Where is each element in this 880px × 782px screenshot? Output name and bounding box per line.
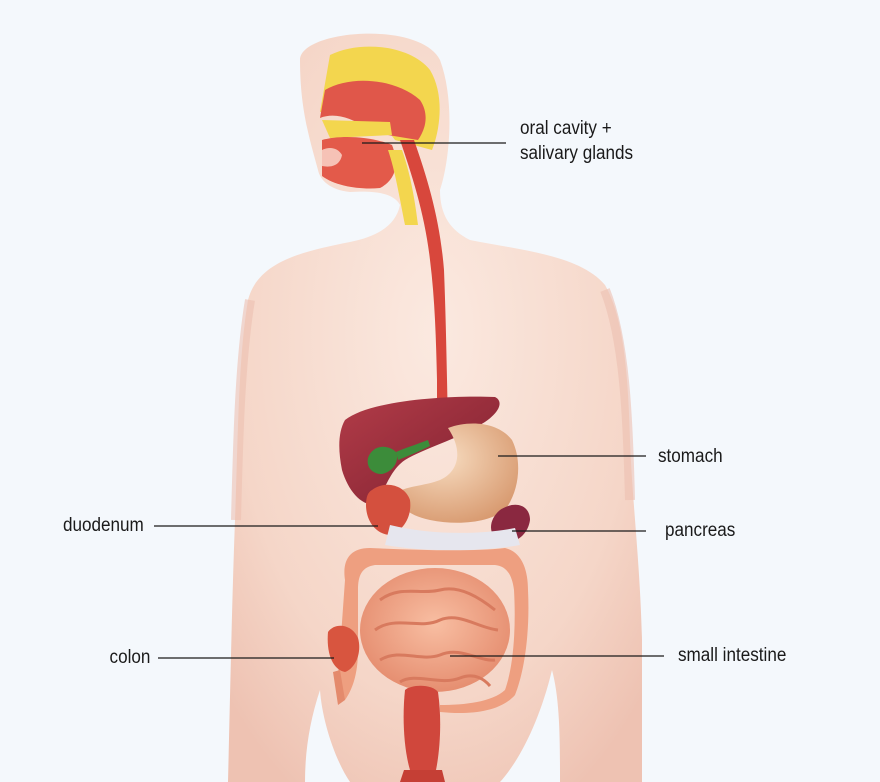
label-small-intestine: small intestine <box>678 644 786 669</box>
label-duodenum: duodenum <box>63 514 144 539</box>
label-oral-cavity-line2: salivary glands <box>520 142 633 167</box>
rectum-organ <box>404 686 441 770</box>
label-pancreas: pancreas <box>665 519 735 544</box>
small-intestine-organ <box>360 568 510 692</box>
label-colon: colon <box>109 646 150 671</box>
label-stomach: stomach <box>658 445 723 470</box>
label-oral-cavity-line1: oral cavity + <box>520 117 633 142</box>
anal-canal <box>400 770 445 782</box>
label-oral-cavity: oral cavity + salivary glands <box>520 117 633 166</box>
